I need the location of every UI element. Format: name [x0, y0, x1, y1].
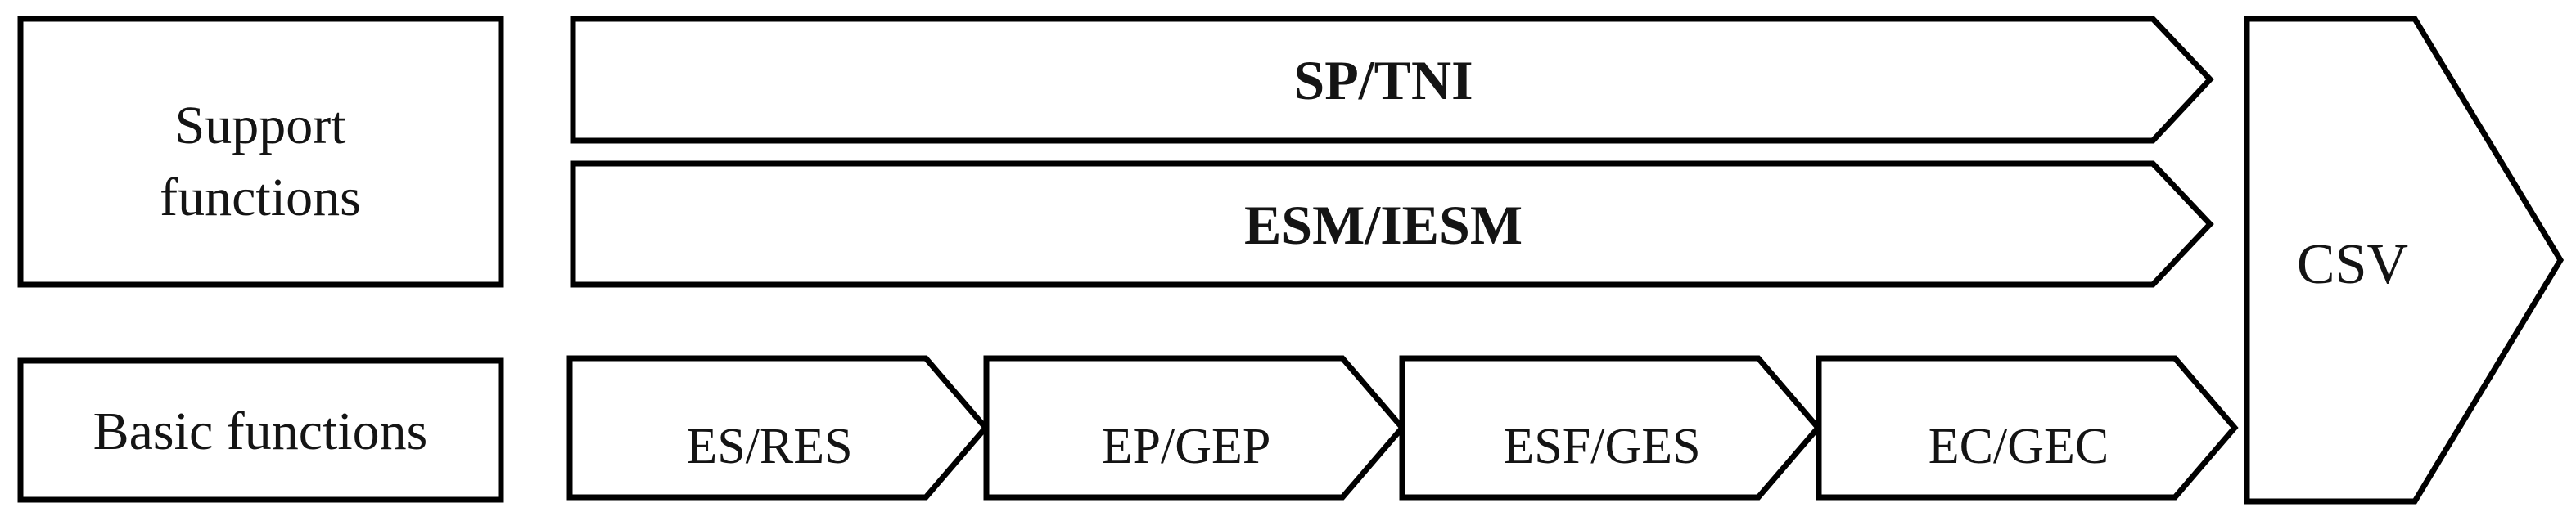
- support-functions-label-group: Support functions: [17, 16, 504, 288]
- esf-ges-arrow-shape: [1399, 355, 1822, 501]
- es-res-label: ES/RES: [686, 419, 852, 474]
- basic-functions-label: Basic functions: [93, 402, 428, 461]
- support-functions-label-line1: Support: [174, 96, 345, 155]
- support-functions-label-line2: functions: [160, 168, 361, 227]
- basic-step-ep-gep: EP/GEP: [983, 355, 1406, 501]
- ep-gep-arrow-shape: [983, 355, 1406, 501]
- csv-output-shape: [2244, 16, 2565, 505]
- basic-functions-label-box: [17, 357, 504, 503]
- support-bar-esm-iesm: ESM/IESM: [570, 160, 2214, 288]
- ec-gec-label: EC/GEC: [1929, 419, 2109, 474]
- ec-gec-arrow-shape: [1816, 355, 2239, 501]
- basic-step-ec-gec: EC/GEC: [1816, 355, 2239, 501]
- esm-iesm-label: ESM/IESM: [1244, 194, 1523, 256]
- sp-tni-arrow-shape: [570, 16, 2214, 144]
- csv-output-group: CSV: [2244, 16, 2565, 505]
- basic-step-es-res: ES/RES: [566, 355, 990, 501]
- esf-ges-label: ESF/GES: [1503, 419, 1700, 474]
- csv-label: CSV: [2297, 233, 2408, 296]
- es-res-arrow-shape: [566, 355, 990, 501]
- support-bar-sp-tni: SP/TNI: [570, 16, 2214, 144]
- basic-functions-label-group: Basic functions: [17, 357, 504, 503]
- esm-iesm-arrow-shape: [570, 160, 2214, 288]
- sp-tni-label: SP/TNI: [1293, 49, 1473, 111]
- basic-step-esf-ges: ESF/GES: [1399, 355, 1822, 501]
- ep-gep-label: EP/GEP: [1102, 419, 1271, 474]
- support-functions-label-box: [17, 16, 504, 288]
